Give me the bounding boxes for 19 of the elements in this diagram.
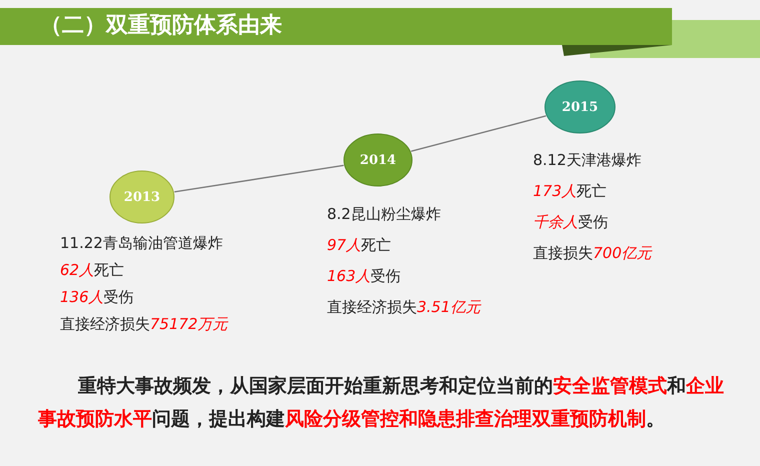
event-text: 直接经济损失3.51亿元	[327, 297, 480, 317]
event-text: 163人受伤	[327, 266, 401, 286]
event-text: 直接损失700亿元	[533, 243, 652, 263]
event-text: 千余人受伤	[533, 212, 608, 232]
event-text: 62人死亡	[60, 260, 124, 280]
event-text: 136人受伤	[60, 287, 134, 307]
year-ellipse: 2015	[544, 80, 616, 134]
event-text: 11.22青岛输油管道爆炸	[60, 233, 223, 253]
event-text: 173人死亡	[533, 181, 607, 201]
connector-line	[410, 115, 546, 152]
summary-paragraph: 重特大事故频发，从国家层面开始重新思考和定位当前的安全监管模式和企业事故预防水平问题，提出构建风险分级管控和隐患排查治理双重预防机制。	[38, 374, 724, 432]
connector-line	[174, 164, 344, 193]
year-ellipse: 2013	[109, 170, 175, 224]
year-ellipse: 2014	[343, 133, 413, 187]
event-text: 97人死亡	[327, 235, 392, 255]
event-text: 8.12天津港爆炸	[533, 150, 642, 170]
title: （二）双重预防体系由来	[40, 12, 282, 40]
event-text: 直接经济损失75172万元	[60, 314, 228, 334]
event-text: 8.2昆山粉尘爆炸	[327, 204, 441, 224]
